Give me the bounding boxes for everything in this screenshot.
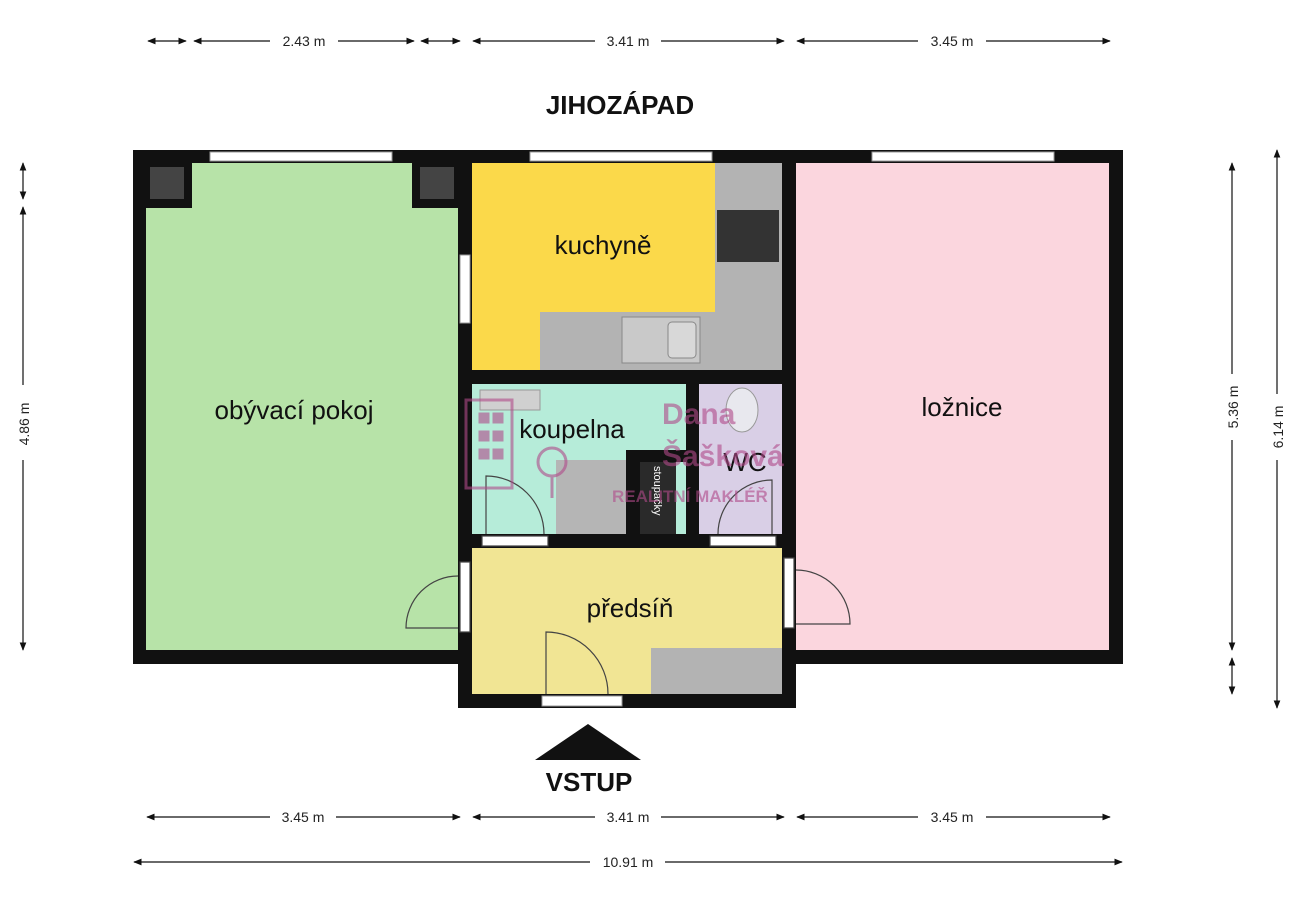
doors [405, 475, 851, 695]
bottom-dim-1: 3.45 m [282, 809, 325, 825]
bottom-dim-2: 3.41 m [607, 809, 650, 825]
watermark-logo-icon [464, 398, 568, 498]
sink-basin [667, 321, 697, 359]
bottom-dim-3: 3.45 m [931, 809, 974, 825]
top-dim-1: 2.43 m [283, 33, 326, 49]
total-width-dim: 10.91 m [603, 854, 654, 870]
column-left-inner [150, 167, 184, 199]
living-room-floor [146, 163, 458, 650]
entrance-label: VSTUP [546, 767, 633, 797]
kitchen-label: kuchyně [555, 230, 652, 260]
watermark-line2: Šašková [662, 439, 784, 473]
windows [209, 151, 1055, 707]
bedroom-label: ložnice [922, 392, 1003, 422]
right-outer-dim: 6.14 m [1270, 406, 1286, 449]
shaft-label: stoupačky [651, 466, 663, 516]
shower-area [556, 460, 626, 534]
bathroom-label: koupelna [519, 414, 625, 444]
top-dim-2: 3.41 m [607, 33, 650, 49]
left-dim: 4.86 m [16, 403, 32, 446]
watermark-line1: Dana [662, 398, 736, 431]
wc-label: WC [723, 447, 766, 477]
hall-label: předsíň [587, 593, 674, 623]
orientation-top-label: JIHOZÁPAD [546, 90, 694, 120]
watermark: Dana Šašková REALITNÍ MAKLÉŘ [464, 398, 784, 506]
hall-wardrobe [651, 648, 782, 694]
bottom-dimensions [133, 813, 1123, 866]
shaft-box [640, 462, 676, 534]
living-room-label: obývací pokoj [215, 395, 374, 425]
watermark-line3: REALITNÍ MAKLÉŘ [612, 487, 768, 506]
right-dimensions [1228, 149, 1281, 709]
column-right-inner [420, 167, 454, 199]
right-inner-dim: 5.36 m [1225, 386, 1241, 429]
stove [717, 210, 779, 262]
toilet [725, 387, 759, 433]
entrance-arrow-icon [535, 724, 641, 760]
bedroom-floor [796, 163, 1109, 650]
top-dim-3: 3.45 m [931, 33, 974, 49]
